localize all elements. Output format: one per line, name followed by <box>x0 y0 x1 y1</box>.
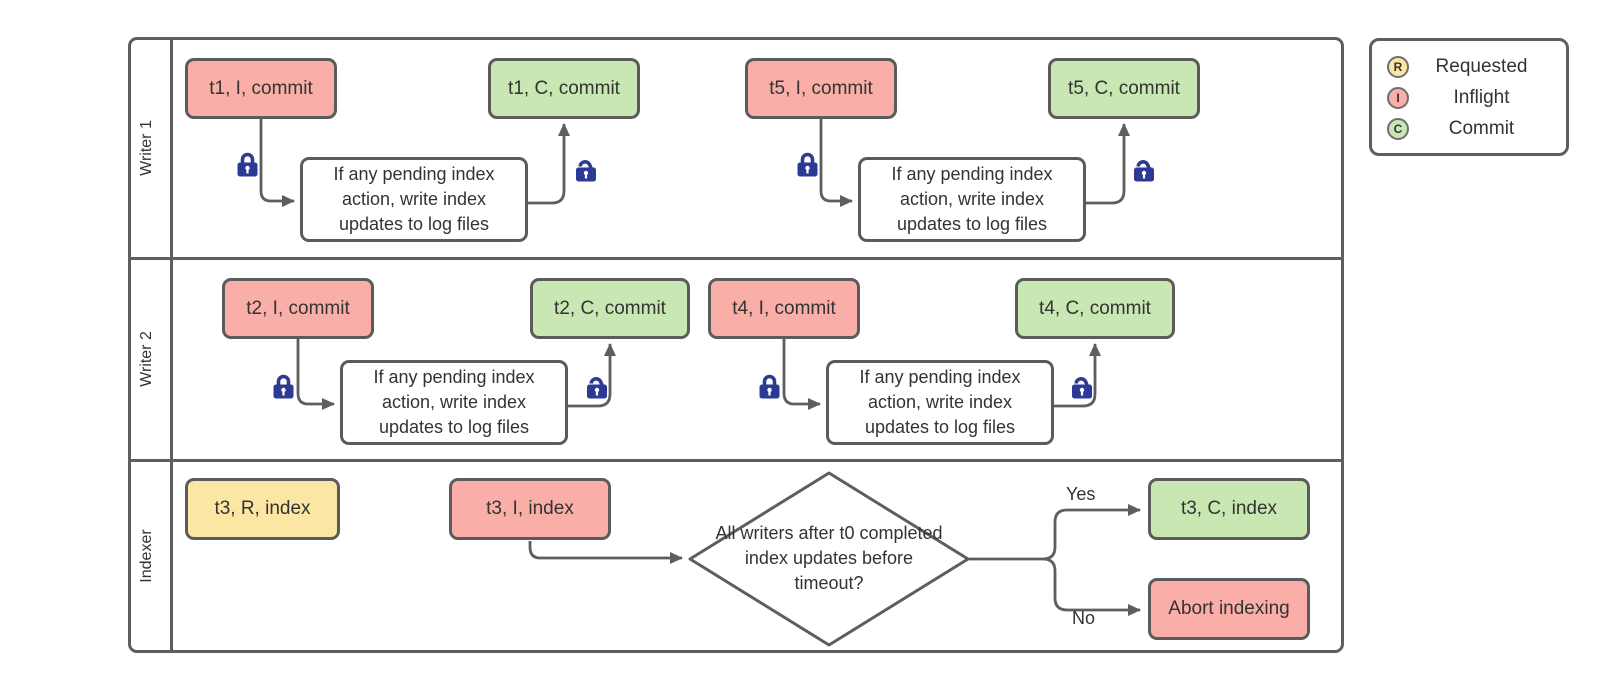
legend-label-inflight: Inflight <box>1453 87 1510 108</box>
lock-open-icon <box>1066 372 1093 405</box>
arrow-t3i-to-decision <box>528 541 683 564</box>
process-note-writer1-b: If any pending index action, write index… <box>858 157 1086 242</box>
lock-closed-icon <box>758 372 781 405</box>
legend-row-commit: C Commit <box>1387 116 1554 142</box>
node-t3-commit: t3, C, index <box>1148 478 1310 540</box>
lane-divider-2 <box>128 459 1344 462</box>
legend-label-requested: Requested <box>1435 56 1528 77</box>
node-t5-inflight: t5, I, commit <box>745 58 897 119</box>
node-t2-inflight: t2, I, commit <box>222 278 374 339</box>
node-abort-indexing: Abort indexing <box>1148 578 1310 640</box>
node-t3-inflight: t3, I, index <box>449 478 611 540</box>
process-note-writer2-a: If any pending index action, write index… <box>340 360 568 445</box>
lane-label-writer1: Writer 1 <box>138 120 155 176</box>
inflight-state-icon: I <box>1387 87 1409 109</box>
arrow-process-to-t2c <box>568 343 616 408</box>
node-t1-inflight: t1, I, commit <box>185 58 337 119</box>
node-t2-commit: t2, C, commit <box>530 278 690 339</box>
branch-label-no: No <box>1072 608 1096 628</box>
arrow-t2-to-process <box>296 339 335 410</box>
arrow-process-to-t4c <box>1054 343 1101 408</box>
lane-divider-1 <box>128 257 1344 260</box>
legend: R Requested I Inflight C Commit <box>1369 38 1569 156</box>
arrow-process-to-t1c <box>528 123 570 205</box>
lock-closed-icon <box>236 150 259 183</box>
arrow-no-branch <box>1042 557 1141 616</box>
arrow-t5-to-process <box>819 119 853 207</box>
lock-open-icon <box>581 372 608 405</box>
lane-label-writer2: Writer 2 <box>138 331 155 387</box>
requested-state-icon: R <box>1387 56 1409 78</box>
lock-open-icon <box>1128 155 1155 188</box>
decision-text: All writers after t0 completed index upd… <box>715 523 943 593</box>
process-note-writer2-b: If any pending index action, write index… <box>826 360 1054 445</box>
process-note-writer1-a: If any pending index action, write index… <box>300 157 528 242</box>
node-t4-inflight: t4, I, commit <box>708 278 860 339</box>
legend-row-inflight: I Inflight <box>1387 85 1554 111</box>
arrow-t1-to-process <box>259 119 295 207</box>
lane-label-indexer: Indexer <box>138 529 155 583</box>
node-t1-commit: t1, C, commit <box>488 58 640 119</box>
lock-open-icon <box>570 155 597 188</box>
arrow-process-to-t5c <box>1086 123 1130 205</box>
swimlane-frame <box>128 37 1344 653</box>
branch-label-yes: Yes <box>1066 484 1096 504</box>
node-t4-commit: t4, C, commit <box>1015 278 1175 339</box>
lock-closed-icon <box>272 372 295 405</box>
arrow-t4-to-process <box>782 339 821 410</box>
legend-row-requested: R Requested <box>1387 54 1554 80</box>
node-t5-commit: t5, C, commit <box>1048 58 1200 119</box>
lock-closed-icon <box>796 150 819 183</box>
legend-label-commit: Commit <box>1448 118 1515 139</box>
commit-state-icon: C <box>1387 118 1409 140</box>
arrow-yes-branch <box>1042 504 1141 561</box>
node-t3-requested: t3, R, index <box>185 478 340 540</box>
lane-label-divider <box>170 37 173 653</box>
